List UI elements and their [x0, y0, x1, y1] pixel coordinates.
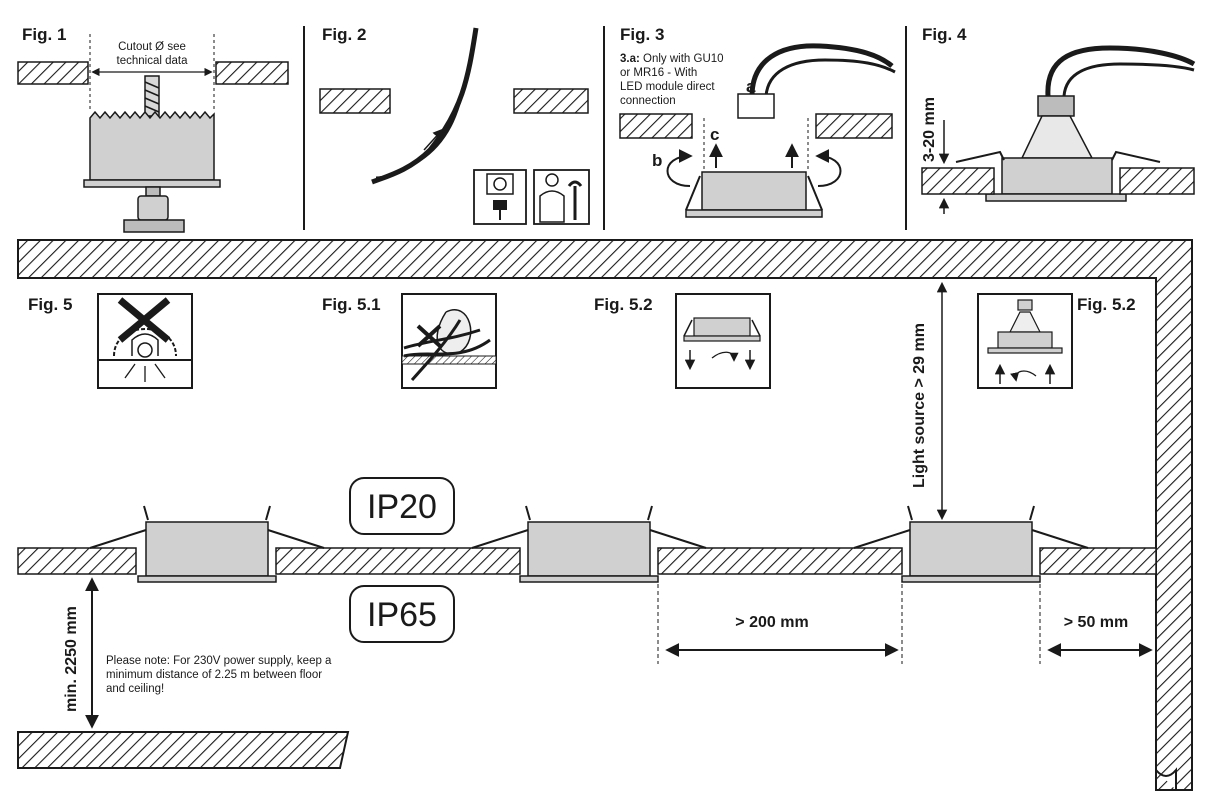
fig5-label: Fig. 5 — [28, 295, 72, 314]
fig3-note-line4: connection — [620, 95, 676, 107]
fig1-note-line1: Cutout Ø see — [118, 41, 186, 53]
fig5-no-insulation: Fig. 5 — [28, 293, 193, 389]
prohibited-x-icon — [117, 297, 171, 343]
fig3-letter-b: b — [652, 151, 662, 170]
panel-dividers — [303, 26, 907, 230]
fig3-label: Fig. 3 — [620, 25, 664, 44]
fig3-note-line3: LED module direct — [620, 81, 715, 93]
fig1-cutout-drilling: Fig. 1 Cutout Ø see technical data — [17, 25, 289, 233]
fig4-dimension: 3-20 mm — [921, 97, 938, 162]
wall-distance-dimension: > 50 mm — [1039, 584, 1153, 664]
ip20-badge: IP20 — [349, 477, 455, 535]
fig4-label: Fig. 4 — [922, 25, 967, 44]
wall-distance-label: > 50 mm — [1064, 614, 1128, 631]
fig2-wiring-safety: Fig. 2 — [319, 25, 590, 225]
luminaire-3 — [853, 505, 1089, 583]
suspended-ceiling — [17, 547, 1157, 575]
ip65-badge: IP65 — [349, 585, 455, 643]
spacing-label: > 200 mm — [735, 614, 808, 631]
fig52a-remove-module: Fig. 5.2 — [594, 293, 771, 389]
luminaire-1 — [89, 505, 325, 583]
note-line1: Please note: For 230V power supply, keep… — [106, 655, 332, 667]
ceiling-right — [215, 61, 289, 85]
fig3-note-line1: 3.a: Only with GU10 — [620, 53, 724, 65]
main-ceiling — [17, 239, 1193, 791]
ceiling-left — [17, 61, 89, 85]
fig2-label: Fig. 2 — [322, 25, 366, 44]
hole-saw-icon — [83, 110, 221, 233]
socket-unplug-icon — [473, 169, 527, 225]
fig1-label: Fig. 1 — [22, 25, 66, 44]
ip65-label: IP65 — [367, 596, 437, 634]
fig1-note-line2: technical data — [117, 55, 189, 67]
luminaire-2 — [471, 505, 707, 583]
fig4-ceiling-thickness: Fig. 4 3-20 mm — [921, 25, 1196, 214]
fig3-letter-c: c — [710, 125, 719, 144]
fig3-note-line2: or MR16 - With — [620, 67, 697, 79]
fig52b-insert-module: Fig. 5.2 — [977, 293, 1136, 389]
fig52b-label: Fig. 5.2 — [1077, 295, 1136, 314]
fig52a-label: Fig. 5.2 — [594, 295, 653, 314]
fig51-label: Fig. 5.1 — [322, 295, 381, 314]
floor: min. 2250 mm Please note: For 230V power… — [17, 577, 350, 769]
light-source-dimension: Light source > 29 mm — [911, 281, 948, 521]
fig3-letter-a: a — [746, 77, 756, 96]
ip20-label: IP20 — [367, 488, 437, 526]
light-source-label: Light source > 29 mm — [911, 323, 928, 488]
spacing-dimension: > 200 mm — [657, 584, 903, 664]
note-line3: and ceiling! — [106, 683, 164, 695]
fig51-cable-routing: Fig. 5.1 — [322, 293, 497, 389]
note-line2: minimum distance of 2.25 m between floor — [106, 669, 322, 681]
floor-distance-label: min. 2250 mm — [63, 606, 80, 712]
fig3-mounting: Fig. 3 3.a: Only with GU10 or MR16 - Wit… — [619, 25, 896, 218]
connector-icon — [737, 93, 775, 119]
drill-bit-icon — [144, 75, 160, 117]
electrician-icon — [533, 169, 590, 225]
